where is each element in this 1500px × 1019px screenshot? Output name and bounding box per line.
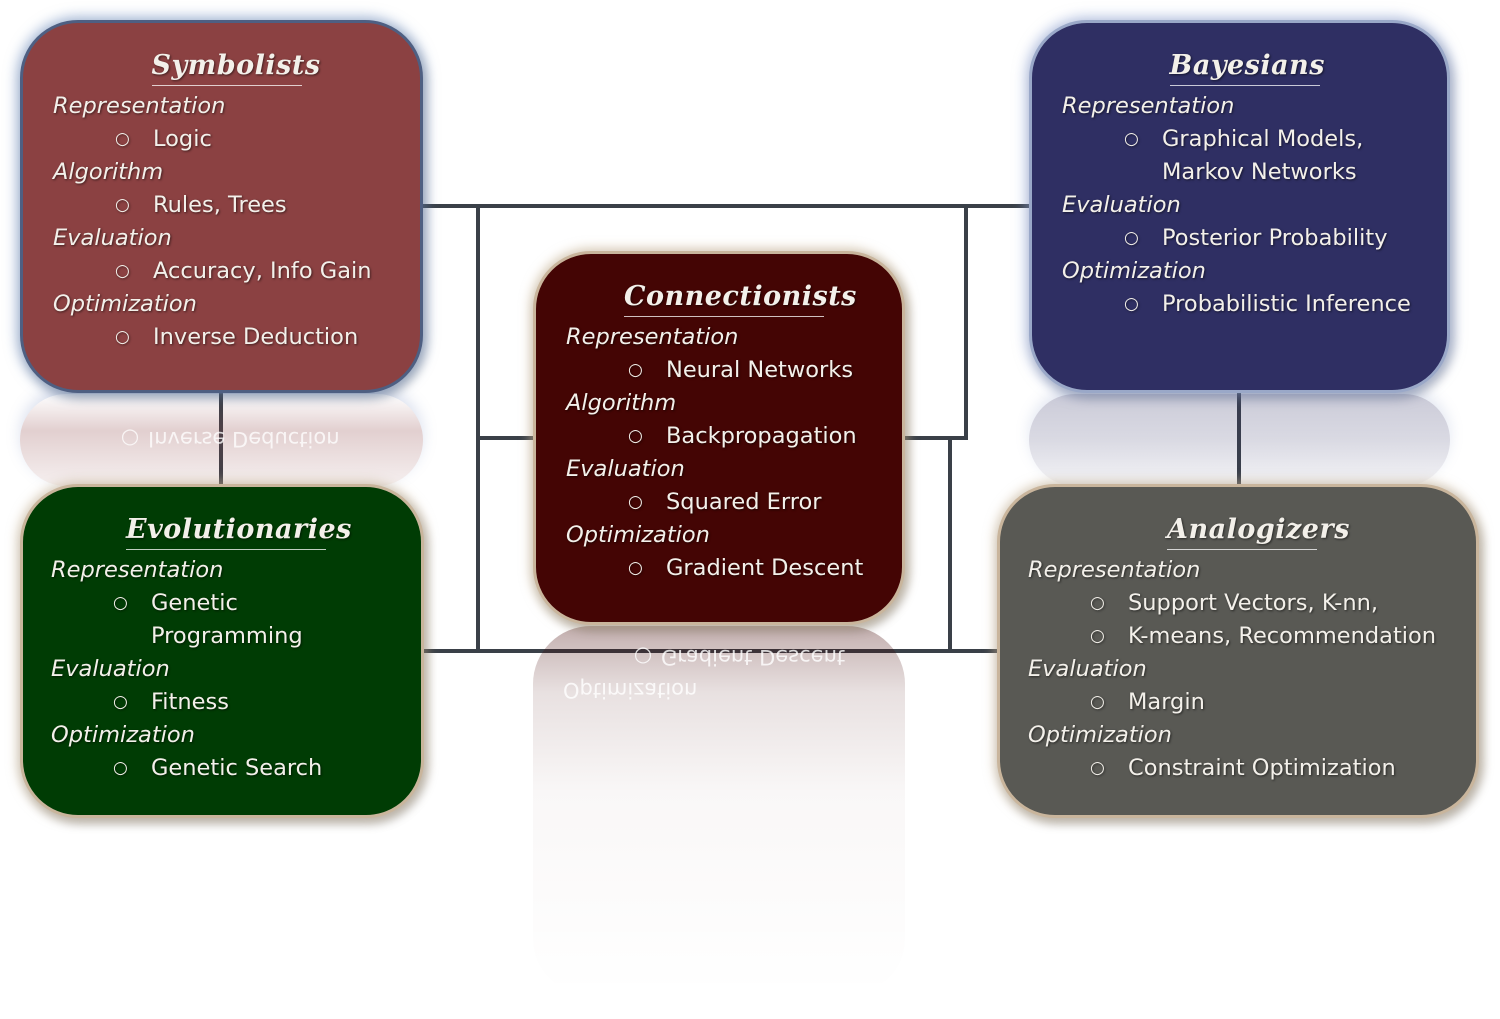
- bullet-icon: ○: [1124, 294, 1139, 314]
- symbolists-title: Symbolists: [151, 49, 320, 86]
- representation-heading: Representation: [53, 93, 226, 119]
- list-item: ○Neural Networks: [566, 354, 882, 387]
- list-item: ○Logic: [53, 123, 400, 156]
- evolutionaries-title: Evolutionaries: [126, 513, 351, 550]
- list-item: ○Inverse Deduction: [53, 321, 400, 354]
- bullet-icon: ○: [115, 129, 130, 149]
- bullet-icon: ○: [1124, 129, 1139, 149]
- bullet-icon: ○: [1124, 228, 1139, 248]
- optimization-heading: Optimization: [1062, 258, 1206, 284]
- evaluation-heading: Evaluation: [51, 656, 170, 682]
- list-item: ○Probabilistic Inference: [1062, 288, 1427, 321]
- bullet-icon: ○: [628, 558, 643, 578]
- list-item: ○Support Vectors, K-nn,: [1028, 587, 1456, 620]
- optimization-heading: Optimization: [51, 722, 195, 748]
- connectionists-box: Connectionists Representation ○Neural Ne…: [533, 251, 905, 625]
- bullet-icon: ○: [628, 360, 643, 380]
- representation-heading: Representation: [51, 557, 224, 583]
- bullet-icon: ○: [115, 195, 130, 215]
- symbolists-box: Symbolists Representation ○Logic Algorit…: [20, 20, 423, 393]
- list-item: ○Genetic Search: [51, 752, 401, 785]
- list-item: ○Gradient Descent: [566, 552, 882, 585]
- evaluation-heading: Evaluation: [566, 456, 685, 482]
- bullet-icon: ○: [628, 426, 643, 446]
- evaluation-heading: Evaluation: [53, 225, 172, 251]
- optimization-heading: Optimization: [1028, 722, 1172, 748]
- bullet-icon: ○: [113, 593, 128, 613]
- list-item: ○Graphical Models, Markov Networks: [1062, 123, 1427, 189]
- bullet-icon: ○: [628, 492, 643, 512]
- bullet-icon: ○: [1090, 692, 1105, 712]
- list-item: ○Squared Error: [566, 486, 882, 519]
- connectionists-reflection-text: Optimization ○Gradient Descent: [563, 645, 846, 702]
- bullet-icon: ○: [115, 261, 130, 281]
- evaluation-heading: Evaluation: [1028, 656, 1147, 682]
- representation-heading: Representation: [1028, 557, 1201, 583]
- evaluation-heading: Evaluation: [1062, 192, 1181, 218]
- symbolists-reflection-text: ○Inverse Deduction: [120, 427, 340, 451]
- bayesians-title: Bayesians: [1169, 49, 1324, 86]
- bullet-icon: ○: [115, 327, 130, 347]
- list-item: ○Margin: [1028, 686, 1456, 719]
- list-item: ○Rules, Trees: [53, 189, 400, 222]
- evolutionaries-box: Evolutionaries Representation ○Genetic P…: [20, 484, 424, 818]
- list-item: ○Backpropagation: [566, 420, 882, 453]
- algorithm-heading: Algorithm: [53, 159, 164, 185]
- optimization-heading: Optimization: [53, 291, 197, 317]
- connectionists-title: Connectionists: [624, 280, 856, 317]
- algorithm-heading: Algorithm: [566, 390, 677, 416]
- list-item: ○Constraint Optimization: [1028, 752, 1456, 785]
- analogizers-title: Analogizers: [1167, 513, 1349, 550]
- list-item: ○Posterior Probability: [1062, 222, 1427, 255]
- bullet-icon: ○: [113, 758, 128, 778]
- representation-heading: Representation: [1062, 93, 1235, 119]
- list-item: ○Genetic Programming: [51, 587, 401, 653]
- analogizers-box: Analogizers Representation ○Support Vect…: [997, 484, 1479, 818]
- representation-heading: Representation: [566, 324, 739, 350]
- bullet-icon: ○: [1090, 626, 1105, 646]
- symbolists-reflection: ○Inverse Deduction: [20, 394, 423, 486]
- optimization-heading: Optimization: [566, 522, 710, 548]
- list-item: ○K-means, Recommendation: [1028, 620, 1456, 653]
- bayesians-reflection: [1029, 394, 1450, 486]
- connectionists-reflection: Optimization ○Gradient Descent: [533, 626, 905, 996]
- bullet-icon: ○: [1090, 758, 1105, 778]
- list-item: ○Fitness: [51, 686, 401, 719]
- bullet-icon: ○: [113, 692, 128, 712]
- bayesians-box: Bayesians Representation ○Graphical Mode…: [1029, 20, 1450, 393]
- bullet-icon: ○: [1090, 593, 1105, 613]
- list-item: ○Accuracy, Info Gain: [53, 255, 400, 288]
